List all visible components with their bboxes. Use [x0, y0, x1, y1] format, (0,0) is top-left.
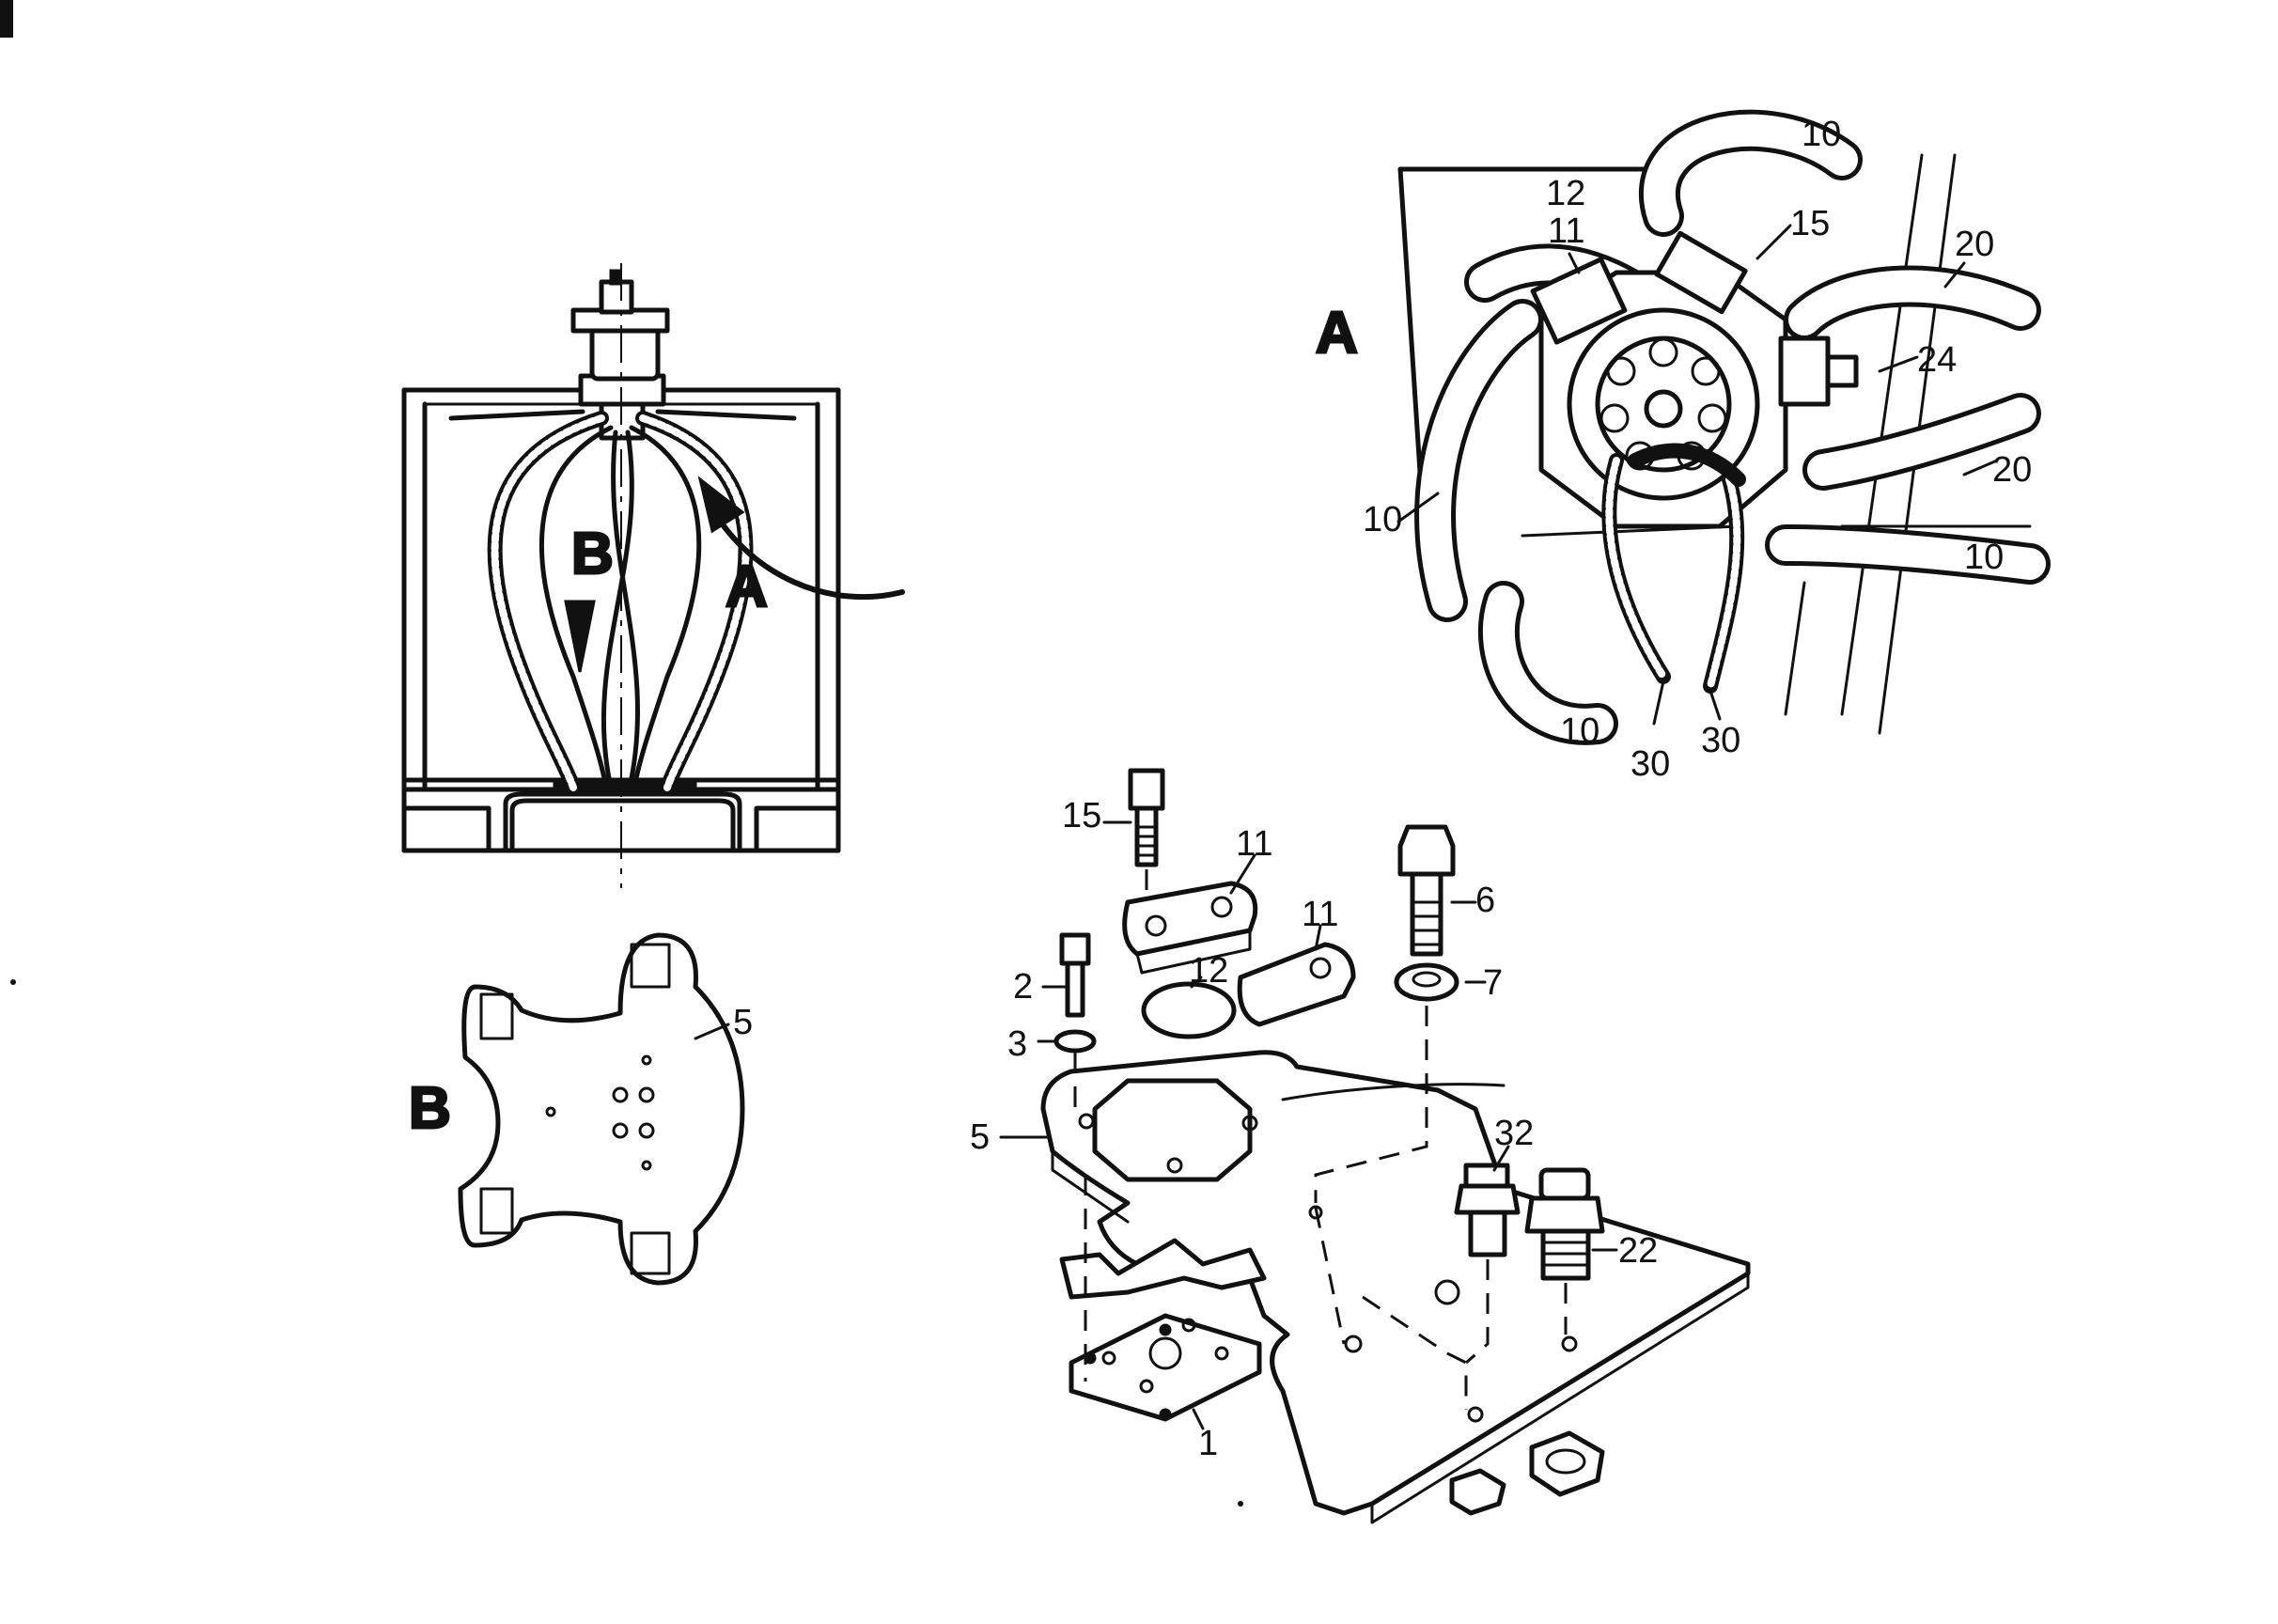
callout-10-left: 10 — [1363, 500, 1402, 539]
callout-10-bottom: 10 — [1560, 711, 1599, 751]
detail-view-a: A — [1315, 109, 2051, 745]
exploded-assembly-view — [999, 768, 1751, 1524]
part-5-label: 5 — [733, 1003, 753, 1042]
callout-labels: 10 12 11 15 20 24 20 10 10 10 30 30 15 1… — [970, 115, 2032, 1463]
callout-22: 22 — [1618, 1231, 1658, 1271]
callout-15-top: 15 — [1790, 204, 1830, 243]
arrow-a-label: A — [726, 554, 768, 619]
callout-6: 6 — [1475, 881, 1495, 920]
callout-20-top: 20 — [1955, 225, 1994, 264]
callout-3: 3 — [1007, 1024, 1027, 1064]
callout-1: 1 — [1198, 1424, 1218, 1463]
tank-section-view: A B — [401, 263, 905, 888]
callout-12-exp: 12 — [1189, 951, 1228, 991]
callout-32: 32 — [1494, 1114, 1534, 1153]
callout-11-top: 11 — [1548, 211, 1584, 251]
callout-2: 2 — [1013, 967, 1033, 1007]
callout-11-exp-b: 11 — [1302, 895, 1338, 934]
detail-a-label: A — [1316, 301, 1358, 366]
flange-plate-view: B 5 — [408, 932, 753, 1286]
scan-mark — [0, 0, 13, 38]
callout-11-exp-a: 11 — [1236, 824, 1272, 864]
callout-12-top: 12 — [1546, 174, 1585, 213]
callout-10-top: 10 — [1802, 115, 1841, 154]
callout-15-exp: 15 — [1062, 796, 1101, 835]
callout-30-left: 30 — [1630, 744, 1670, 784]
view-b-label: B — [409, 1076, 451, 1141]
callout-5-exp: 5 — [970, 1117, 990, 1157]
arrow-b-label: B — [571, 522, 614, 586]
callout-30-right: 30 — [1701, 721, 1740, 760]
callout-20-right: 20 — [1992, 450, 2032, 490]
callout-24: 24 — [1917, 340, 1957, 380]
callout-10-right: 10 — [1964, 538, 2004, 577]
callout-7: 7 — [1483, 963, 1503, 1003]
